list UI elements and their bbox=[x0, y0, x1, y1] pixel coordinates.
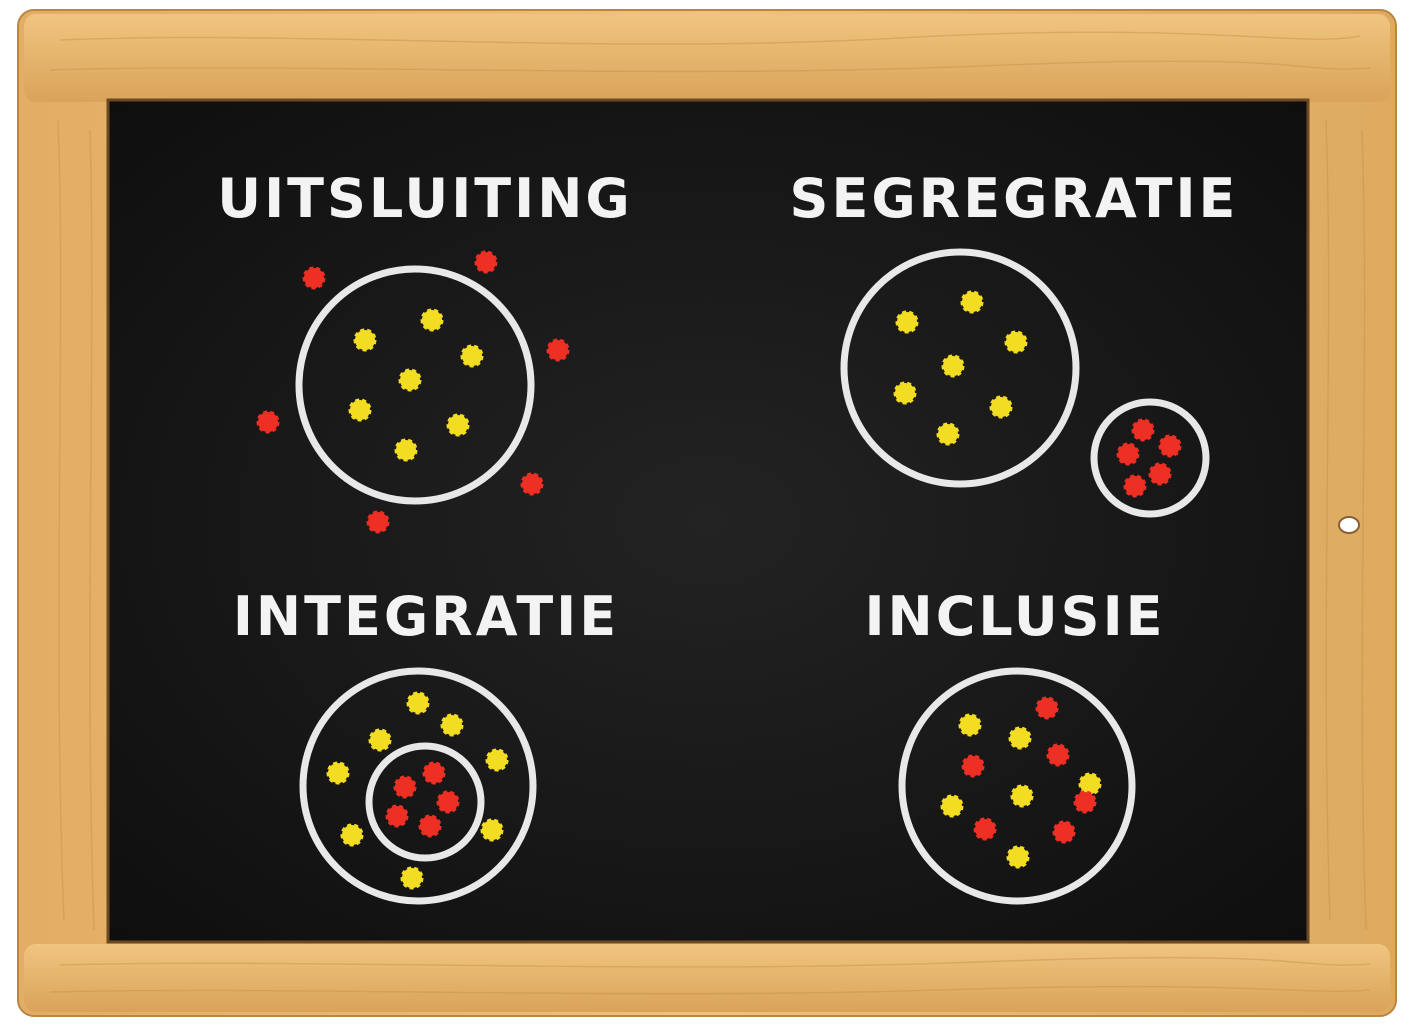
segregation-red-dot-1 bbox=[1131, 418, 1155, 442]
integration-yellow-dot-5 bbox=[326, 761, 350, 785]
exclusion-red-dot-6 bbox=[366, 510, 390, 534]
integration-red-dot-1 bbox=[393, 775, 417, 799]
segregation-yellow-dot-4 bbox=[941, 354, 965, 378]
segregation-main-circle bbox=[840, 248, 1080, 488]
title-segregation: SEGREGRATIE bbox=[790, 167, 1239, 230]
segregation-red-dot-4 bbox=[1148, 462, 1172, 486]
exclusion-yellow-dot-4 bbox=[398, 368, 422, 392]
inclusion-yellow-dot-2 bbox=[1008, 726, 1032, 750]
exclusion-red-dot-5 bbox=[520, 472, 544, 496]
exclusion-yellow-dot-6 bbox=[446, 413, 470, 437]
inclusion-red-dot-5 bbox=[973, 817, 997, 841]
frame-bottom bbox=[24, 944, 1390, 1012]
integration-yellow-dot-6 bbox=[340, 823, 364, 847]
segregation-yellow-dot-6 bbox=[989, 395, 1013, 419]
integration-red-dot-5 bbox=[418, 814, 442, 838]
integration-inner-circle bbox=[365, 742, 485, 862]
segregation-red-dot-3 bbox=[1116, 442, 1140, 466]
exclusion-yellow-dot-5 bbox=[348, 398, 372, 422]
segregation-yellow-dot-1 bbox=[895, 310, 919, 334]
inclusion-circle bbox=[898, 667, 1136, 905]
frame-top bbox=[24, 14, 1390, 102]
integration-outer-circle bbox=[299, 667, 537, 905]
exclusion-circle bbox=[295, 265, 535, 505]
exclusion-yellow-dot-7 bbox=[394, 438, 418, 462]
exclusion-yellow-dot-1 bbox=[353, 328, 377, 352]
integration-yellow-dot-8 bbox=[400, 866, 424, 890]
segregation-yellow-dot-3 bbox=[1004, 330, 1028, 354]
board-surface bbox=[106, 98, 1310, 944]
segregation-yellow-dot-5 bbox=[893, 381, 917, 405]
title-inclusion: INCLUSIE bbox=[864, 585, 1165, 648]
inclusion-red-dot-4 bbox=[1073, 790, 1097, 814]
integration-yellow-dot-4 bbox=[485, 748, 509, 772]
frame-hole bbox=[1338, 516, 1360, 534]
integration-yellow-dot-1 bbox=[406, 691, 430, 715]
integration-red-dot-4 bbox=[385, 804, 409, 828]
segregation-red-dot-5 bbox=[1123, 474, 1147, 498]
inclusion-yellow-dot-1 bbox=[958, 713, 982, 737]
integration-yellow-dot-2 bbox=[440, 713, 464, 737]
wood-grain bbox=[49, 31, 1371, 995]
title-integration: INTEGRATIE bbox=[233, 585, 619, 648]
inclusion-red-dot-6 bbox=[1052, 820, 1076, 844]
integration-red-dot-2 bbox=[422, 761, 446, 785]
inclusion-yellow-dot-4 bbox=[1010, 784, 1034, 808]
segregation-small-circle bbox=[1090, 398, 1210, 518]
inclusion-yellow-dot-5 bbox=[940, 794, 964, 818]
exclusion-yellow-dot-3 bbox=[460, 344, 484, 368]
inclusion-red-dot-2 bbox=[1046, 743, 1070, 767]
segregation-red-dot-2 bbox=[1158, 434, 1182, 458]
inclusion-yellow-dot-6 bbox=[1006, 845, 1030, 869]
integration-red-dot-3 bbox=[436, 790, 460, 814]
segregation-yellow-dot-7 bbox=[936, 422, 960, 446]
exclusion-red-dot-1 bbox=[302, 266, 326, 290]
integration-yellow-dot-3 bbox=[368, 728, 392, 752]
segregation-yellow-dot-2 bbox=[960, 290, 984, 314]
chalk-dots bbox=[256, 250, 1182, 890]
exclusion-red-dot-3 bbox=[546, 338, 570, 362]
exclusion-yellow-dot-2 bbox=[420, 308, 444, 332]
inclusion-red-dot-1 bbox=[1035, 696, 1059, 720]
integration-yellow-dot-7 bbox=[480, 818, 504, 842]
title-exclusion: UITSLUITING bbox=[217, 167, 633, 230]
exclusion-red-dot-2 bbox=[474, 250, 498, 274]
exclusion-red-dot-4 bbox=[256, 410, 280, 434]
inclusion-red-dot-3 bbox=[961, 754, 985, 778]
